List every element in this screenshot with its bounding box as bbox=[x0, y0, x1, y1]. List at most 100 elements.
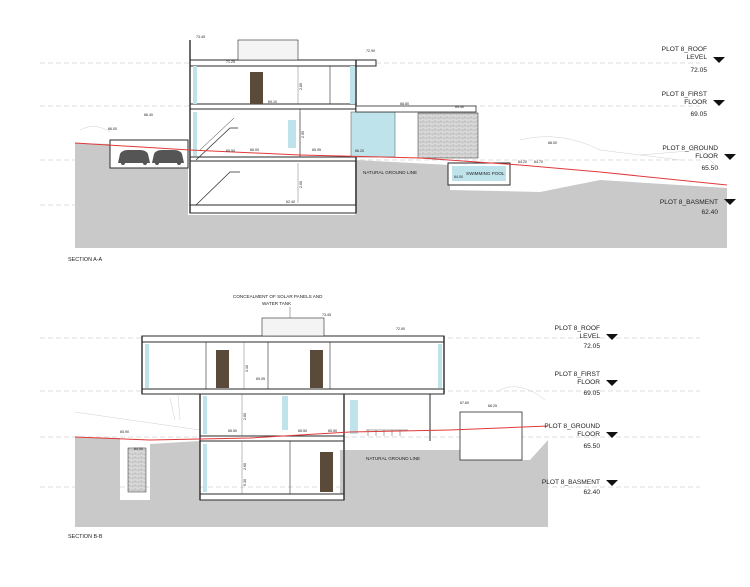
spot-level: 71.25 bbox=[226, 60, 235, 64]
landscape-sketch-b bbox=[74, 386, 546, 431]
level-label: PLOT 8_ROOF bbox=[555, 325, 600, 332]
door-a bbox=[250, 72, 263, 104]
level-triangle-icon bbox=[606, 334, 618, 340]
stone-wall-b bbox=[127, 447, 147, 493]
level-value: 72.05 bbox=[583, 343, 600, 350]
spot-level: 66.00 bbox=[250, 148, 259, 152]
dimensions-a: 2.80 2.95 2.60 bbox=[297, 66, 305, 203]
dimension-label: 2.80 bbox=[243, 413, 247, 420]
spot-level: 72.90 bbox=[366, 49, 375, 53]
level-marker: PLOT 8_FIRST FLOOR 69.05 bbox=[555, 371, 618, 397]
spot-level: 65.50 bbox=[226, 149, 235, 153]
level-label: LEVEL bbox=[579, 333, 600, 340]
level-triangle-icon bbox=[724, 199, 736, 205]
glazing-a bbox=[193, 66, 396, 158]
level-marker: PLOT 8_ROOF LEVEL 72.05 bbox=[662, 46, 725, 74]
swimming-pool-a bbox=[447, 162, 511, 186]
car-icon bbox=[118, 150, 150, 165]
level-marker: PLOT 8_FIRST FLOOR 69.05 bbox=[662, 91, 725, 118]
level-value: 62.40 bbox=[583, 489, 600, 496]
level-label: PLOT 8_ROOF bbox=[662, 46, 707, 53]
spot-level: 64.00 bbox=[454, 175, 463, 179]
level-marker: PLOT 8_ROOF LEVEL 72.05 bbox=[555, 325, 618, 350]
glazing-b bbox=[145, 344, 442, 492]
spot-level: 73.45 bbox=[196, 35, 205, 39]
level-triangle-icon bbox=[606, 380, 618, 386]
natural-ground-line-label-a: NATURAL GROUND LINE bbox=[363, 170, 417, 175]
level-label: PLOT 8_GROUND bbox=[544, 423, 600, 430]
spot-level: 64.70 bbox=[534, 160, 543, 164]
dimension-label: 2.95 bbox=[301, 131, 305, 138]
level-marker: PLOT 8_GROUND FLOOR 65.50 bbox=[544, 423, 618, 450]
level-label: LEVEL bbox=[686, 54, 707, 61]
level-marker: PLOT 8_BASMENT 62.40 bbox=[660, 199, 736, 216]
terrain-a bbox=[75, 143, 727, 248]
house-section-b bbox=[141, 317, 445, 501]
section-title: SECTION B-B bbox=[68, 534, 103, 540]
dimensions-b: 3.10 2.80 2.60 0.30 bbox=[241, 342, 249, 494]
solar-panel-note: WATER TANK bbox=[262, 301, 292, 306]
house-section-a bbox=[189, 39, 377, 214]
spot-level: 62.40 bbox=[286, 200, 295, 204]
level-triangle-icon bbox=[606, 432, 618, 438]
spot-level: 65.50 bbox=[228, 429, 237, 433]
car-icon bbox=[152, 150, 184, 165]
spot-level: 72.90 bbox=[396, 327, 405, 331]
level-value: 65.50 bbox=[701, 165, 718, 172]
level-label: FLOOR bbox=[577, 379, 600, 386]
spot-level: 64.20 bbox=[518, 160, 527, 164]
level-value: 69.05 bbox=[690, 111, 707, 118]
spot-level: 64.00 bbox=[134, 447, 143, 451]
level-label: FLOOR bbox=[577, 431, 600, 438]
level-triangle-icon bbox=[713, 57, 725, 63]
natural-ground-line-a bbox=[74, 142, 728, 186]
spot-level: 73.45 bbox=[322, 313, 331, 317]
natural-ground-line-label-b: NATURAL GROUND LINE bbox=[366, 456, 420, 461]
spot-level: 69.10 bbox=[268, 100, 277, 104]
level-marker: PLOT 8_GROUND FLOOR 65.50 bbox=[662, 145, 736, 172]
level-label: FLOOR bbox=[684, 99, 707, 106]
dimension-label: 3.10 bbox=[245, 365, 249, 372]
level-triangle-icon bbox=[724, 154, 736, 160]
stone-wall-a bbox=[417, 112, 479, 159]
level-value: 69.05 bbox=[583, 390, 600, 397]
level-label: PLOT 8_FIRST bbox=[662, 91, 707, 98]
level-label: PLOT 8_BASMENT bbox=[542, 479, 600, 486]
landscape-sketch-a bbox=[79, 126, 721, 171]
spot-level: 68.00 bbox=[548, 141, 557, 145]
level-marker: PLOT 8_BASMENT 62.40 bbox=[542, 479, 618, 496]
level-value: 65.50 bbox=[583, 443, 600, 450]
spot-level: 66.40 bbox=[144, 113, 153, 117]
level-label: PLOT 8_BASMENT bbox=[660, 199, 718, 206]
swimming-pool-label-a: SWIMMING POOL bbox=[466, 171, 505, 176]
spot-level: 67.60 bbox=[460, 401, 469, 405]
level-label: PLOT 8_FIRST bbox=[555, 371, 600, 378]
level-triangle-icon bbox=[606, 480, 618, 486]
dimension-label: 2.60 bbox=[243, 463, 247, 470]
garage-a bbox=[109, 139, 189, 169]
dimension-label: 2.80 bbox=[299, 83, 303, 90]
level-value: 72.05 bbox=[690, 67, 707, 74]
dimension-label: 2.60 bbox=[299, 181, 303, 188]
spot-level: 66.25 bbox=[488, 404, 497, 408]
level-label: PLOT 8_GROUND bbox=[662, 145, 718, 152]
level-label: FLOOR bbox=[695, 153, 718, 160]
spot-level: 65.50 bbox=[298, 429, 307, 433]
level-value: 62.40 bbox=[701, 209, 718, 216]
spot-level: 66.00 bbox=[108, 127, 117, 131]
dimension-label: 0.30 bbox=[243, 479, 247, 486]
spot-level: 65.50 bbox=[328, 429, 337, 433]
doors-b bbox=[216, 350, 333, 492]
natural-ground-line-b bbox=[74, 425, 549, 441]
spot-level: 69.05 bbox=[256, 377, 265, 381]
spot-levels-b: 73.45 72.90 69.05 65.50 65.50 65.50 65.9… bbox=[120, 313, 497, 451]
dining-table bbox=[366, 429, 408, 436]
spot-level: 66.20 bbox=[355, 149, 364, 153]
spot-level: 68.80 bbox=[400, 102, 409, 106]
section-title: SECTION A-A bbox=[68, 257, 103, 263]
spot-level: 65.90 bbox=[120, 430, 129, 434]
spot-level: 65.95 bbox=[312, 148, 321, 152]
spot-levels-a: 73.45 72.90 71.25 69.10 68.80 69.40 66.4… bbox=[108, 35, 557, 204]
level-triangle-icon bbox=[713, 100, 725, 106]
